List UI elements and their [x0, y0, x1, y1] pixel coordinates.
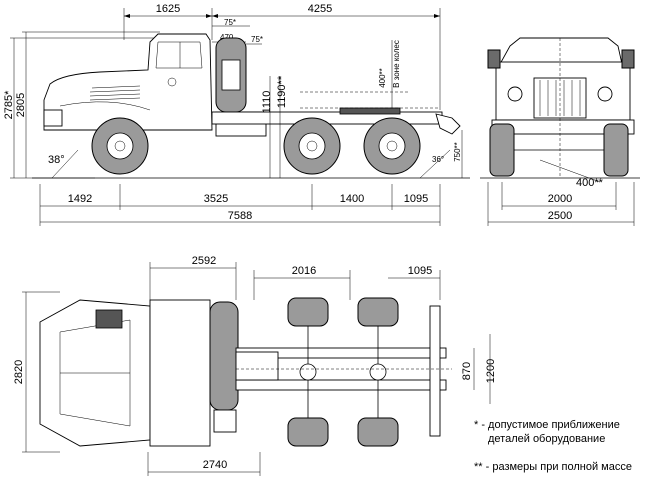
dim-75-mid: 75*: [251, 35, 263, 44]
top-frame-lower: [235, 379, 447, 391]
front-tire-left: [489, 123, 515, 177]
top-fuel-tank: [235, 351, 279, 381]
dim-1095: 1095: [404, 193, 428, 205]
top-dim-1095: 1095: [408, 265, 432, 277]
dim-2785: 2785*: [3, 90, 15, 119]
front-fender: [59, 101, 151, 111]
headlight-right: [597, 86, 613, 102]
dim-75-top: 75*: [224, 18, 236, 27]
top-detail-left: [95, 309, 123, 329]
dim-4255: 4255: [308, 3, 332, 15]
top-cab: [149, 299, 211, 447]
mirror-right: [621, 49, 635, 69]
front-overall-width: 2500: [548, 210, 572, 222]
top-view: 2592 2016 1095 2820: [13, 255, 497, 476]
front-cab-roof: [499, 37, 623, 65]
top-rear-bar: [429, 305, 441, 437]
dim-1625: 1625: [156, 3, 180, 15]
angle-departure: 36°: [432, 155, 444, 164]
dim-1110: 1110: [261, 91, 273, 114]
top-dim-2820: 2820: [13, 360, 25, 384]
note-1-line2: деталей оборудование: [488, 433, 605, 445]
front-tire-right: [603, 123, 629, 177]
grille-bars: [539, 80, 581, 116]
dim-750: 750**: [453, 142, 462, 162]
front-track: 2000: [548, 193, 572, 205]
top-spare-tire: [209, 301, 239, 411]
cab-body: [43, 33, 213, 131]
headlight-left: [507, 86, 523, 102]
dim-1492: 1492: [68, 193, 92, 205]
dim-400-zone: 400**: [378, 68, 387, 88]
top-tires: [287, 297, 399, 447]
front-view: 400** 2000 2500: [480, 37, 640, 226]
note-2: ** - размеры при полной массе: [474, 461, 632, 473]
side-view: 1625 4255 75* 470 75* 2785* 2805 38°: [3, 3, 470, 226]
fifth-wheel: [339, 107, 401, 115]
side-mirror: [167, 77, 177, 87]
note-1-line1: * - допустимое приближение: [474, 419, 620, 431]
dim-2805: 2805: [15, 93, 27, 117]
top-dim-2592: 2592: [192, 255, 216, 267]
wheel-zone-label: В зоне колес: [392, 40, 401, 88]
mirror-left: [487, 49, 501, 69]
top-axles: [236, 326, 452, 418]
top-dim-870: 870: [461, 362, 473, 380]
notes: * - допустимое приближение деталей обору…: [474, 419, 632, 473]
dim-7588: 7588: [228, 210, 252, 222]
hood-grille: [89, 85, 141, 101]
cab-window: [155, 41, 203, 69]
top-dim-1200: 1200: [485, 359, 497, 383]
top-dim-2740: 2740: [203, 459, 227, 471]
dim-3525: 3525: [204, 193, 228, 205]
angle-approach: 38°: [48, 154, 65, 166]
middle-wheel: [283, 117, 341, 175]
front-wheel: [91, 117, 149, 175]
front-bumper: [43, 109, 63, 127]
rear-wheel: [363, 117, 421, 175]
top-dim-2016: 2016: [292, 265, 316, 277]
dim-1190: 1190**: [276, 75, 288, 108]
front-clearance: 400**: [576, 177, 604, 189]
rear-hitch: [435, 113, 461, 135]
dim-1400: 1400: [340, 193, 364, 205]
